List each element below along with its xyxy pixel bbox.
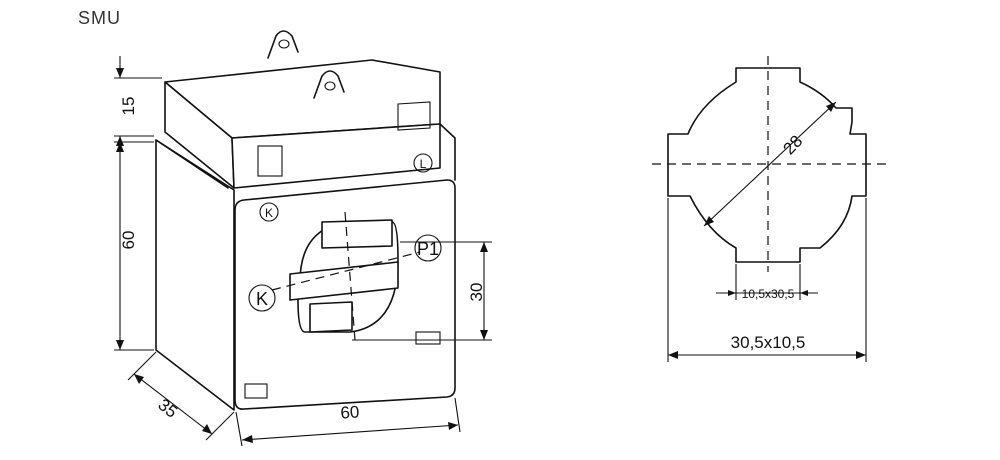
svg-text:K: K [256, 289, 268, 309]
mounting-lug-front [313, 70, 345, 99]
dim-width: 60 [235, 397, 461, 447]
mark-p1: P1 [414, 234, 442, 262]
transformer-body: K L K P1 [155, 30, 456, 411]
body-side-face [155, 139, 235, 411]
dim-window-height: 30 [352, 241, 492, 341]
svg-text:K: K [265, 206, 273, 220]
svg-text:60: 60 [119, 231, 138, 250]
svg-text:P1: P1 [417, 239, 439, 259]
window-section: 28 [652, 56, 892, 272]
svg-text:35: 35 [154, 395, 181, 422]
diagonal-line [703, 101, 837, 227]
svg-text:30: 30 [467, 283, 486, 302]
mounting-lug-rear [267, 30, 299, 59]
top-cover-front-face [231, 123, 441, 189]
bottom-slot-left [244, 383, 268, 399]
drawing-title: SMU [78, 8, 121, 28]
svg-text:15: 15 [119, 97, 138, 116]
svg-text:60: 60 [340, 402, 360, 422]
diagonal-label: 28 [780, 132, 807, 159]
svg-text:10,5x30,5: 10,5x30,5 [742, 287, 795, 301]
dim-inner-slot: 10,5x30,5 [716, 264, 818, 301]
svg-text:L: L [420, 157, 427, 171]
dim-top-height: 15 [114, 56, 162, 148]
dim-body-height: 60 [114, 141, 154, 351]
mark-l-small: L [413, 153, 433, 173]
top-slot-right [397, 101, 431, 131]
mark-k-small: K [259, 202, 279, 222]
svg-text:30,5x10,5: 30,5x10,5 [731, 333, 806, 352]
window-busbar-bottom [309, 301, 353, 333]
primary-window [271, 211, 421, 341]
bottom-slot-right [415, 331, 441, 345]
window-busbar-top [321, 219, 393, 249]
window-busbar-middle [289, 261, 399, 301]
mark-k-large: K [248, 284, 276, 312]
top-slot-left [257, 145, 283, 177]
dim-outer-slot: 30,5x10,5 [667, 198, 867, 362]
